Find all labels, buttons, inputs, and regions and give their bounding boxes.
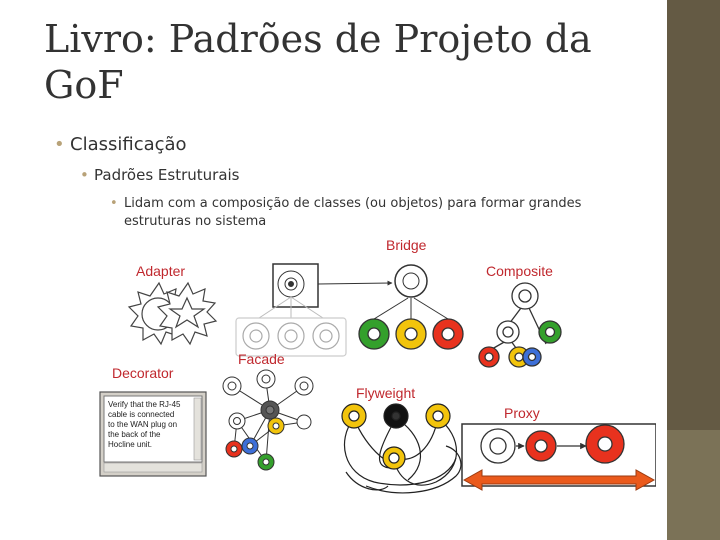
slide-title: Livro: Padrões de Projeto da GoF xyxy=(44,17,592,107)
bridge-label: Bridge xyxy=(386,237,427,253)
decorator-text-line: Verify that the RJ-45 xyxy=(108,400,181,409)
decorator-text-line: to the WAN plug on xyxy=(108,420,177,429)
adapter-diagram xyxy=(127,281,218,346)
bullet-level-2: • Padrões Estruturais xyxy=(80,166,240,184)
facade-diagram xyxy=(222,369,314,471)
facade-label: Facade xyxy=(238,351,285,367)
adapter-label: Adapter xyxy=(136,263,185,279)
bridge-faded-nodes xyxy=(235,317,347,357)
decorator-text-line: the back of the xyxy=(108,430,161,439)
structural-patterns-figure: Bridge Adapter Composite xyxy=(99,237,656,494)
proxy-diagram xyxy=(461,423,656,487)
flyweight-label: Flyweight xyxy=(356,385,415,401)
decorative-side-bar-lower xyxy=(667,430,720,540)
decorator-diagram: Verify that the RJ-45 cable is connected… xyxy=(99,391,207,477)
bridge-colored-nodes xyxy=(358,318,464,350)
bullet-dot-icon: • xyxy=(80,166,89,184)
composite-diagram xyxy=(478,282,562,368)
proxy-label: Proxy xyxy=(504,405,540,421)
decorator-text-line: cable is connected xyxy=(108,410,174,419)
decorator-text-line: Hocline unit. xyxy=(108,440,152,449)
proxy-double-arrow-icon xyxy=(462,469,656,491)
bullet-text: Lidam com a composição de classes (ou ob… xyxy=(124,196,582,229)
bridge-diagram xyxy=(255,263,449,321)
bullet-level-3: • Lidam com a composição de classes (ou … xyxy=(110,195,644,231)
bullet-text: Classificação xyxy=(70,134,187,155)
bullet-level-1: • Classificação xyxy=(54,134,187,155)
bullet-text: Padrões Estruturais xyxy=(94,166,240,184)
decorative-side-bar xyxy=(667,0,720,540)
composite-label: Composite xyxy=(486,263,553,279)
bullet-dot-icon: • xyxy=(110,196,118,211)
flyweight-diagram xyxy=(341,403,462,494)
decorator-label: Decorator xyxy=(112,365,174,381)
bullet-dot-icon: • xyxy=(54,134,65,155)
